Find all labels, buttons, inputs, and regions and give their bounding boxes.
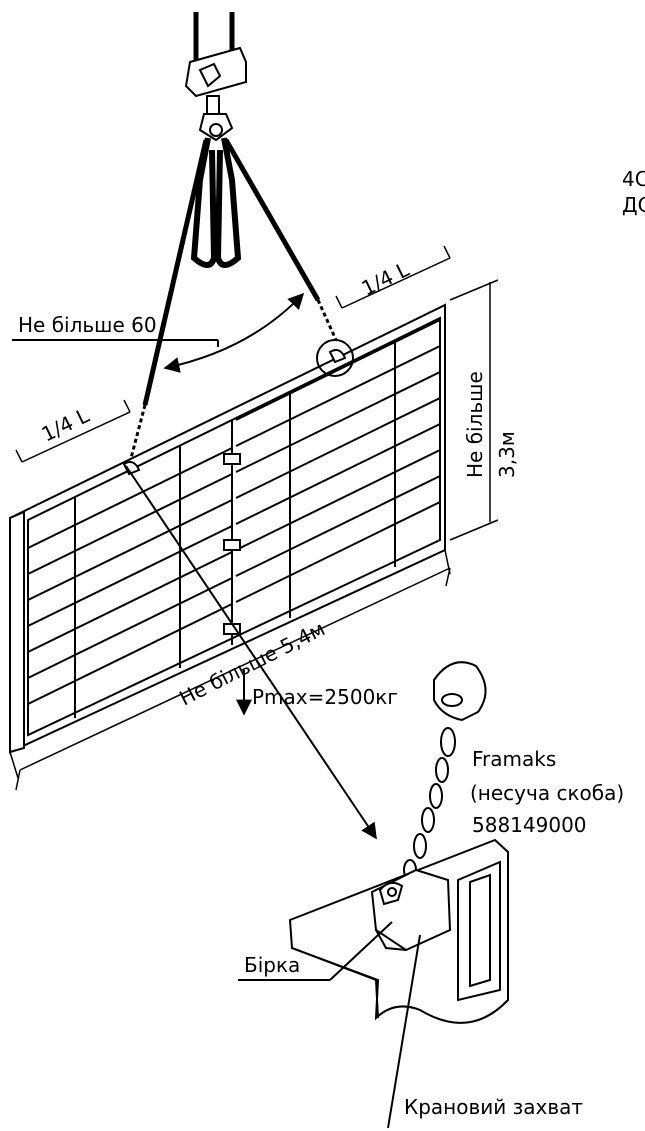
bracket-label: (несуча скоба)	[470, 781, 624, 805]
label-leaders	[238, 921, 421, 1129]
crane-hook	[184, 12, 247, 142]
sling-chains	[128, 137, 338, 463]
angle-indicator	[12, 292, 305, 373]
angle-label: Не більше 60	[18, 313, 157, 337]
height-label-2: 3,3м	[495, 431, 519, 478]
quarter-left-label: 1/4 L	[38, 403, 94, 447]
detail-leader	[125, 465, 377, 840]
tag-label: Бірка	[244, 953, 300, 977]
dimension-lines	[9, 245, 499, 791]
cut-text-2: ДС	[622, 193, 645, 217]
part-number-label: 588149000	[472, 813, 587, 837]
pmax-label: Pmax=2500кг	[252, 685, 398, 709]
height-label-1: Не більше	[463, 371, 487, 478]
beam-detail	[288, 838, 509, 1024]
bracket-detail	[403, 661, 487, 881]
brand-label: Framaks	[472, 747, 556, 771]
cut-text-1: 4С	[622, 167, 645, 191]
clamp-label: Крановий захват	[404, 1095, 583, 1119]
quarter-right-label: 1/4 L	[358, 257, 414, 301]
